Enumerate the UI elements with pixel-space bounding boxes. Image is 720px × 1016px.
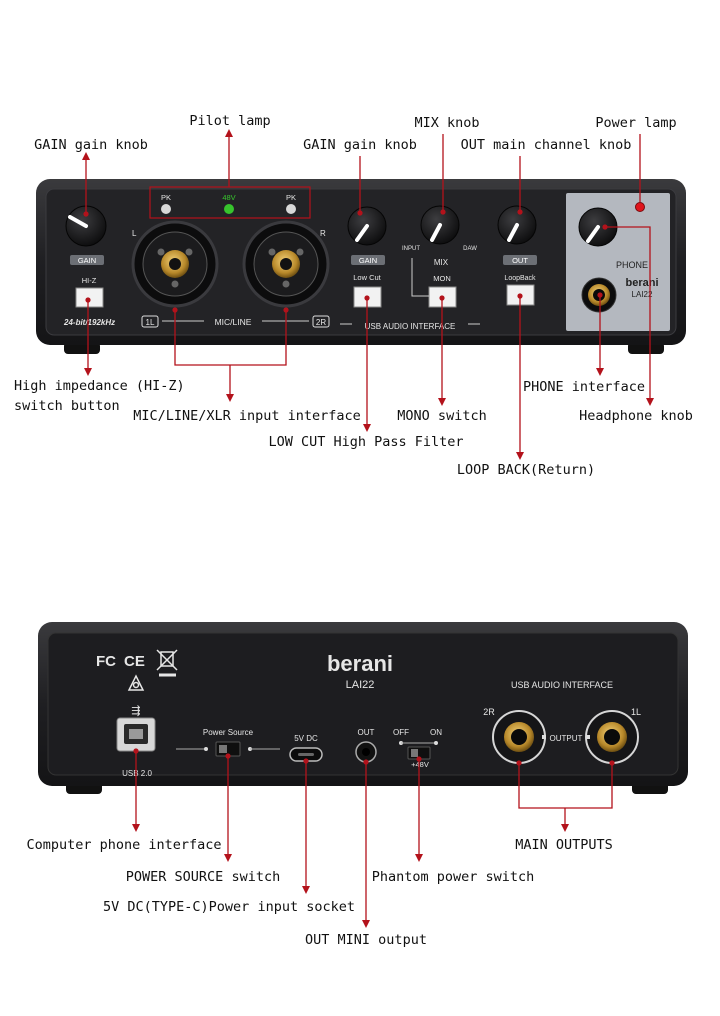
callout-gain-knob-left: GAIN gain knob bbox=[34, 137, 148, 153]
callout-loop-back: LOOP BACK(Return) bbox=[457, 462, 595, 478]
rcm-mark-icon bbox=[127, 674, 145, 691]
mon-label: MON bbox=[433, 274, 451, 283]
phantom-on-label: ON bbox=[430, 728, 442, 737]
weee-bin-icon bbox=[156, 649, 178, 677]
callout-phantom-switch: Phantom power switch bbox=[372, 869, 535, 885]
callout-computer-phone: Computer phone interface bbox=[26, 837, 221, 853]
output-1l-label: 1L bbox=[631, 707, 641, 717]
pilot-lamp-box bbox=[149, 186, 311, 219]
input-label: INPUT bbox=[402, 246, 420, 252]
callout-pilot-lamp: Pilot lamp bbox=[189, 113, 270, 129]
48v-led bbox=[224, 204, 234, 214]
low-cut-label: Low Cut bbox=[353, 273, 381, 282]
front-device: PK 48V PK GAIN HI-Z L R bbox=[36, 179, 686, 354]
output-label: OUTPUT bbox=[550, 734, 583, 743]
mon-bracket bbox=[411, 258, 429, 297]
output-bullet-left bbox=[542, 735, 546, 739]
callout-dc-socket: 5V DC(TYPE-C)Power input socket bbox=[103, 899, 355, 915]
pk-left-label: PK bbox=[161, 193, 171, 202]
out-label: OUT bbox=[512, 256, 528, 265]
main-output-1l-jack[interactable] bbox=[585, 710, 639, 764]
usb-trident-icon: ⇶ bbox=[131, 705, 140, 717]
mic-line-label: MIC/LINE bbox=[215, 317, 252, 327]
dc-label: 5V DC bbox=[294, 734, 318, 743]
output-bullet-right bbox=[586, 735, 590, 739]
gain-label-2: GAIN bbox=[359, 256, 377, 265]
out-label-bg bbox=[503, 255, 537, 265]
callout-mix-knob: MIX knob bbox=[414, 115, 479, 131]
front-model: LAI22 bbox=[632, 290, 653, 299]
power-source-toggle bbox=[219, 745, 227, 753]
out-mini-label: OUT bbox=[358, 728, 375, 737]
callout-phone-interface: PHONE interface bbox=[523, 379, 645, 395]
back-usb-audio-label: USB AUDIO INTERFACE bbox=[511, 680, 613, 690]
front-leaders bbox=[85, 133, 651, 456]
usb-c-tongue bbox=[298, 753, 314, 756]
back-leaders bbox=[135, 751, 613, 924]
gain-label-1-bg bbox=[70, 255, 104, 265]
front-brand: berani bbox=[625, 277, 658, 289]
usb-label: USB 2.0 bbox=[122, 769, 152, 778]
phantom-off-label: OFF bbox=[393, 728, 409, 737]
spec-label: 24-bit/192kHz bbox=[63, 318, 115, 327]
callout-power-source-switch: POWER SOURCE switch bbox=[126, 869, 280, 885]
gain-knob-2[interactable] bbox=[347, 206, 387, 246]
gain-knob-1[interactable] bbox=[65, 205, 107, 247]
hiz-button[interactable] bbox=[75, 287, 104, 308]
back-arrowheads bbox=[132, 824, 569, 928]
fc-logo: FC bbox=[96, 653, 116, 670]
out-mini-jack[interactable] bbox=[355, 741, 377, 763]
callout-mic-line-xlr: MIC/LINE/XLR input interface bbox=[133, 408, 361, 424]
callout-hiz-line2: switch button bbox=[14, 398, 120, 414]
gain-label-2-bg bbox=[351, 255, 385, 265]
power-lamp-led bbox=[635, 202, 645, 212]
ce-logo: CE bbox=[124, 653, 145, 670]
phone-label: PHONE bbox=[616, 260, 648, 270]
back-leader-dots bbox=[133, 748, 615, 766]
back-model: LAI22 bbox=[346, 679, 375, 691]
48v-label: 48V bbox=[222, 193, 235, 202]
front-leader-dots bbox=[83, 209, 608, 313]
out-knob[interactable] bbox=[497, 205, 537, 245]
channel-r-label: R bbox=[320, 229, 326, 238]
ch2-badge bbox=[312, 315, 330, 328]
ch2-label: 2R bbox=[316, 318, 326, 327]
front-arrowheads bbox=[82, 129, 654, 460]
channel-l-label: L bbox=[132, 229, 137, 238]
callout-gain-knob-right: GAIN gain knob bbox=[303, 137, 417, 153]
callout-power-lamp: Power lamp bbox=[595, 115, 676, 131]
phantom-dot-right bbox=[434, 741, 438, 745]
pk-left-led bbox=[161, 204, 171, 214]
callout-headphone-knob: Headphone knob bbox=[579, 408, 693, 424]
ch1-badge bbox=[141, 315, 159, 328]
main-output-2r-jack[interactable] bbox=[492, 710, 546, 764]
power-dot-left bbox=[204, 747, 208, 751]
callout-low-cut: LOW CUT High Pass Filter bbox=[268, 434, 463, 450]
phantom-48v-label: +48V bbox=[411, 760, 429, 769]
combo-jack-2[interactable] bbox=[242, 220, 330, 308]
ch1-label: 1L bbox=[146, 318, 155, 327]
loopback-label: LoopBack bbox=[504, 275, 536, 282]
daw-label: DAW bbox=[463, 246, 477, 252]
callout-main-outputs: MAIN OUTPUTS bbox=[515, 837, 613, 853]
gain-label-1: GAIN bbox=[78, 256, 96, 265]
callout-hiz-line1: High impedance (HI-Z) bbox=[14, 378, 185, 394]
callout-mono-switch: MONO switch bbox=[397, 408, 486, 424]
pk-right-label: PK bbox=[286, 193, 296, 202]
phantom-toggle bbox=[411, 749, 418, 757]
pk-right-led bbox=[286, 204, 296, 214]
callout-out-knob: OUT main channel knob bbox=[461, 137, 632, 153]
back-brand: berani bbox=[327, 651, 393, 676]
mix-label: MIX bbox=[434, 258, 449, 267]
power-source-label: Power Source bbox=[203, 728, 254, 737]
usb-audio-label: USB AUDIO INTERFACE bbox=[365, 322, 456, 331]
hiz-label: HI-Z bbox=[82, 276, 97, 285]
output-2r-label: 2R bbox=[483, 707, 495, 717]
combo-jack-1[interactable] bbox=[131, 220, 219, 308]
headphone-knob[interactable] bbox=[578, 207, 618, 247]
mix-knob[interactable] bbox=[420, 205, 460, 245]
usb-b-port[interactable] bbox=[116, 717, 156, 752]
callout-out-mini: OUT MINI output bbox=[305, 932, 427, 948]
